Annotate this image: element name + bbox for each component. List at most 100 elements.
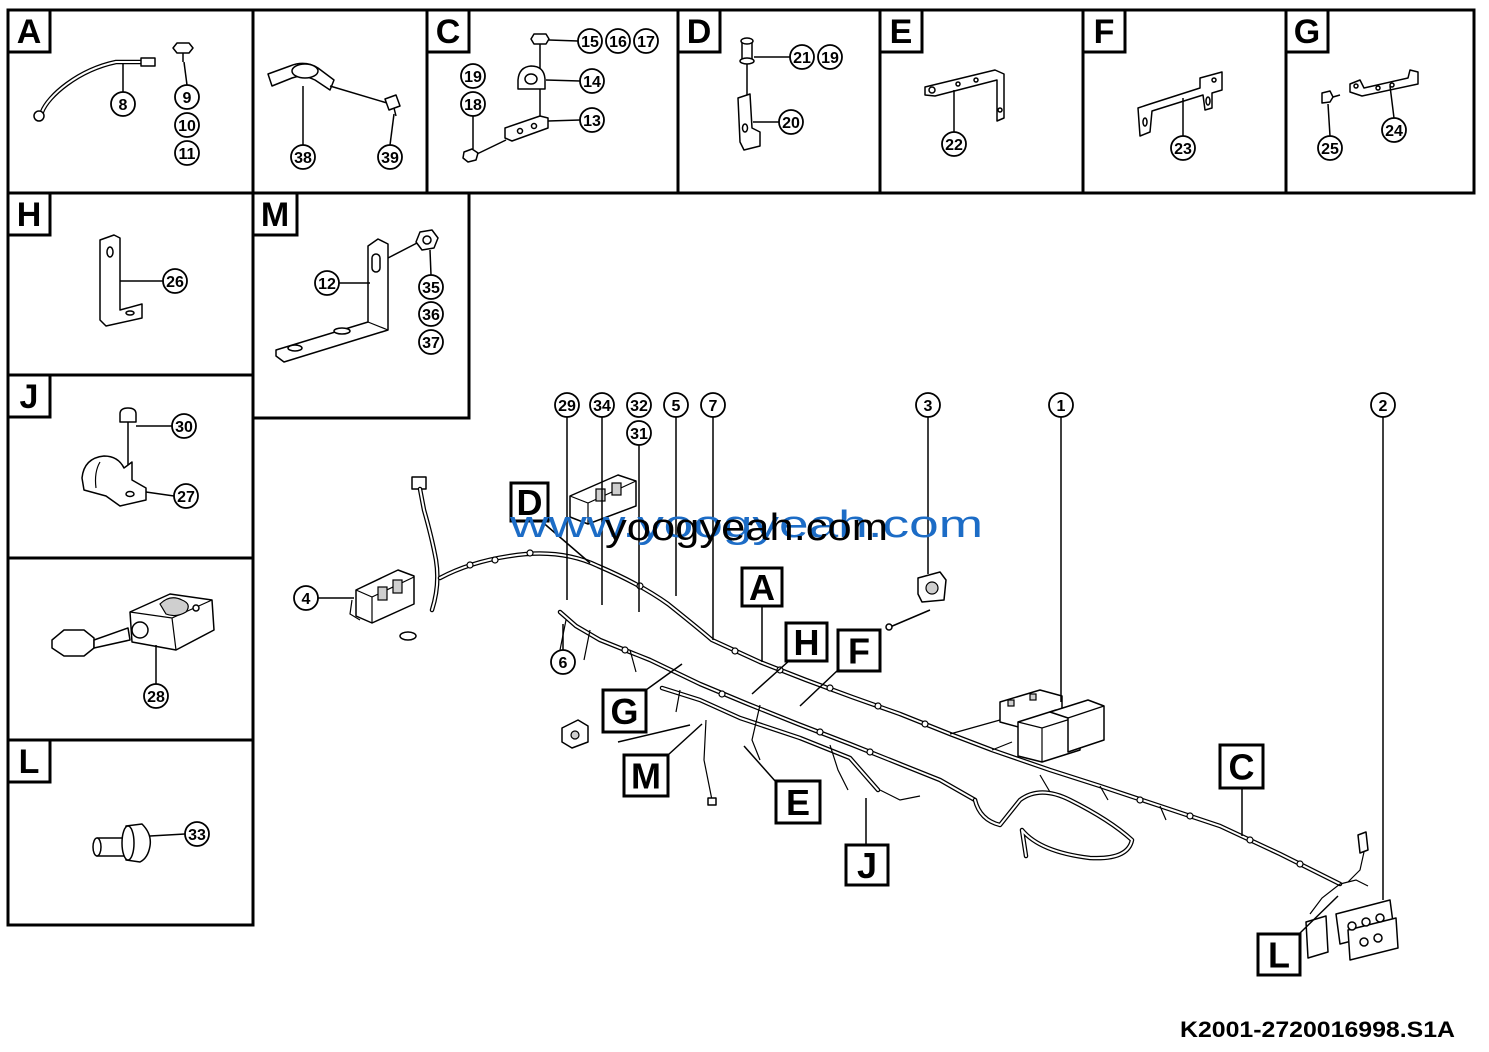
main-assembly: 29 34 32 31 5 7 3 1 2 4 6 D A H F G M E xyxy=(293,392,1399,977)
leader-line xyxy=(389,113,395,146)
callout-36: 36 xyxy=(418,301,444,327)
panel-E-label: E xyxy=(878,8,924,54)
svg-text:E: E xyxy=(890,13,913,51)
callout-34: 34 xyxy=(589,392,615,418)
leader-line xyxy=(149,833,186,837)
callout-7: 7 xyxy=(700,392,726,418)
svg-text:11: 11 xyxy=(179,146,196,163)
detail-marker-G: G xyxy=(601,688,648,734)
callout-37: 37 xyxy=(418,329,444,355)
svg-text:D: D xyxy=(517,482,543,523)
svg-text:15: 15 xyxy=(581,34,599,51)
panel-A: 8 9 10 11 A xyxy=(6,8,255,195)
svg-text:18: 18 xyxy=(464,97,482,114)
clamp-part xyxy=(517,65,546,90)
callout-3: 3 xyxy=(915,392,941,418)
svg-text:L: L xyxy=(1268,934,1290,975)
pin-part xyxy=(739,37,755,96)
angle-bracket-part xyxy=(99,234,143,327)
bracket-part xyxy=(1349,69,1419,97)
callout-21: 21 xyxy=(789,44,815,70)
mounting-bracket-part xyxy=(275,238,389,363)
svg-text:M: M xyxy=(261,196,289,234)
leader-line xyxy=(429,249,432,276)
callout-18: 18 xyxy=(460,91,486,117)
svg-text:19: 19 xyxy=(821,50,839,67)
svg-text:6: 6 xyxy=(559,655,568,672)
svg-text:27: 27 xyxy=(177,489,195,506)
detail-marker-E: E xyxy=(774,779,822,825)
bolt-part xyxy=(1321,90,1341,104)
callout-38: 38 xyxy=(290,144,316,170)
svg-text:28: 28 xyxy=(147,689,165,706)
svg-text:38: 38 xyxy=(294,150,312,167)
watermark-primary: www.yoogyeah.com xyxy=(509,504,983,546)
panel-D: 21 19 20 D xyxy=(676,8,882,195)
callout-16: 16 xyxy=(605,28,631,54)
callout-35: 35 xyxy=(418,274,444,300)
main-leader-lines xyxy=(318,417,1384,900)
svg-text:34: 34 xyxy=(593,398,611,415)
svg-text:29: 29 xyxy=(558,398,576,415)
saddle-clamp-part xyxy=(81,455,147,507)
joystick-switch-part xyxy=(51,593,215,657)
callout-31: 31 xyxy=(626,420,652,446)
svg-text:7: 7 xyxy=(709,398,718,415)
small-bracket-part xyxy=(561,719,717,806)
drawing-number: K2001-2720016998.S1A xyxy=(1180,1017,1455,1042)
callout-1: 1 xyxy=(1048,392,1074,418)
loop-harness xyxy=(972,774,1167,861)
panel-J-label: J xyxy=(6,373,52,419)
svg-text:19: 19 xyxy=(464,69,482,86)
harness-clips xyxy=(466,549,1304,868)
callout-10: 10 xyxy=(174,112,200,138)
svg-text:G: G xyxy=(1294,13,1320,51)
leader-line xyxy=(545,79,581,82)
panel-M-label: M xyxy=(251,191,299,237)
svg-text:14: 14 xyxy=(583,74,601,91)
callout-28: 28 xyxy=(143,683,169,709)
svg-text:3: 3 xyxy=(924,398,933,415)
callout-8: 8 xyxy=(110,91,136,117)
bolt-part xyxy=(172,42,194,62)
watermark: www.yoogyeah.com yoogyeah.com xyxy=(509,504,983,549)
callout-29: 29 xyxy=(554,392,580,418)
leader-line xyxy=(183,61,188,86)
callout-22: 22 xyxy=(941,131,967,157)
svg-text:H: H xyxy=(794,622,820,663)
svg-text:26: 26 xyxy=(166,274,184,291)
svg-text:37: 37 xyxy=(422,335,440,352)
leader-line xyxy=(547,119,581,122)
svg-text:C: C xyxy=(436,13,461,51)
vertical-harness xyxy=(411,476,440,613)
leader-line xyxy=(548,39,579,42)
svg-text:31: 31 xyxy=(630,426,648,443)
panel-F-label: F xyxy=(1081,8,1127,54)
svg-text:32: 32 xyxy=(630,398,648,415)
svg-text:M: M xyxy=(631,755,661,796)
panel-lever: 28 xyxy=(6,556,255,742)
panel-G: 25 24 G xyxy=(1284,8,1476,195)
bracket-part xyxy=(504,115,549,142)
svg-text:30: 30 xyxy=(175,419,193,436)
panel-H: 26 H xyxy=(6,191,255,377)
svg-text:9: 9 xyxy=(183,90,192,107)
callout-9: 9 xyxy=(174,84,200,110)
callout-33: 33 xyxy=(184,821,210,847)
panel-C: 15 16 17 14 19 18 13 C xyxy=(425,8,680,195)
panel-D-label: D xyxy=(676,8,722,54)
svg-text:E: E xyxy=(786,782,810,823)
callout-19: 19 xyxy=(817,44,843,70)
svg-text:A: A xyxy=(17,13,42,51)
callout-26: 26 xyxy=(162,268,188,294)
svg-text:8: 8 xyxy=(119,97,128,114)
callout-4: 4 xyxy=(293,585,319,611)
callout-19: 19 xyxy=(460,63,486,89)
detail-marker-M: M xyxy=(622,753,670,798)
leader-line xyxy=(145,491,175,497)
bracket-part xyxy=(737,93,761,151)
callout-11: 11 xyxy=(174,140,200,166)
svg-text:5: 5 xyxy=(672,398,681,415)
callout-30: 30 xyxy=(171,413,197,439)
